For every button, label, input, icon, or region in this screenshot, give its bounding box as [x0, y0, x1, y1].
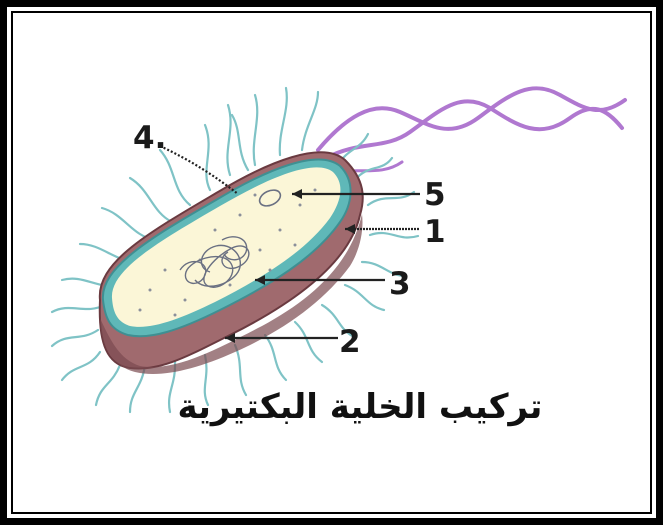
diagram-caption: تركيب الخلية البكتيرية — [178, 387, 543, 427]
label-1: 1 — [424, 214, 446, 250]
flagellum — [318, 88, 625, 172]
label-4: 4. — [133, 120, 166, 156]
label-5: 5 — [424, 177, 446, 213]
label-2: 2 — [339, 324, 361, 360]
label-3: 3 — [389, 266, 411, 302]
